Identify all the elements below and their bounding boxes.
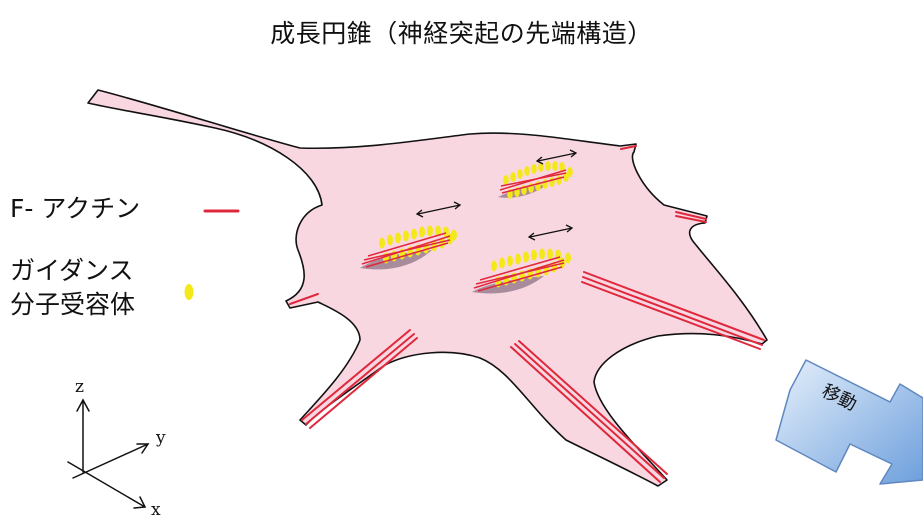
axes-icon	[68, 400, 148, 508]
move-arrow-icon: 移動	[776, 360, 923, 484]
receptor-icon	[185, 284, 194, 300]
axis-z-label: z	[75, 377, 84, 397]
axis-x-label: x	[151, 500, 161, 517]
axis-y-label: y	[155, 428, 166, 448]
